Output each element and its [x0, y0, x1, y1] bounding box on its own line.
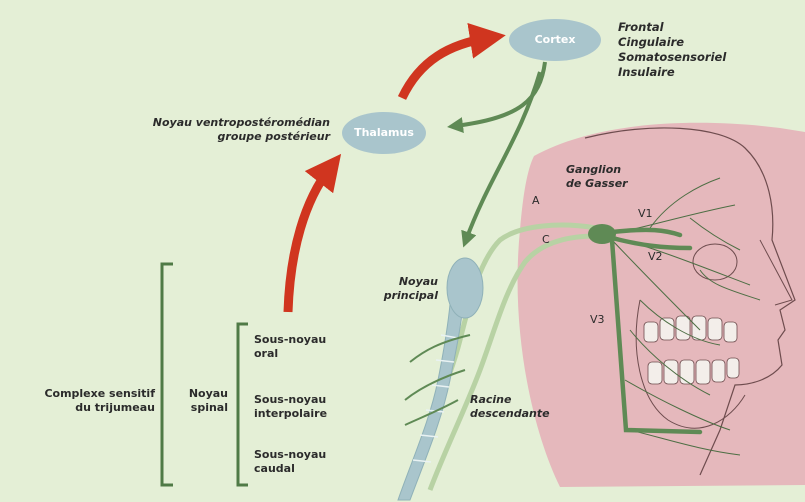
ganglion-de-gasser: Ganglion de Gasser — [566, 163, 628, 192]
ganglion-line-1: Ganglion — [566, 163, 628, 177]
complexe-line-2: du trijumeau — [30, 401, 155, 415]
thalamus-nuclei: Noyau ventropostéromédian groupe postéri… — [100, 116, 330, 145]
noyau-principal-line-1: Noyau — [360, 275, 438, 289]
sous-noyau-caudal-line-1: Sous-noyau — [254, 448, 326, 462]
branch-v2-label: V2 — [648, 250, 663, 263]
nucleus-posterior-group: groupe postérieur — [100, 130, 330, 144]
noyau-spinal-line-1: Noyau — [178, 387, 228, 401]
noyau-spinal: Noyau spinal — [178, 387, 228, 416]
noyau-principal: Noyau principal — [360, 275, 438, 304]
complexe-sensitif: Complexe sensitif du trijumeau — [30, 387, 155, 416]
ganglion-de-gasser-shape — [588, 224, 616, 244]
sous-noyau-caudal: Sous-noyau caudal — [254, 448, 326, 477]
noyau-spinal-line-2: spinal — [178, 401, 228, 415]
bracket-complexe — [162, 264, 173, 485]
noyau-principal-shape — [447, 258, 483, 318]
sous-noyau-interpolaire: Sous-noyau interpolaire — [254, 393, 327, 422]
cortex-label: Cortex — [520, 33, 590, 46]
sous-noyau-oral-line-1: Sous-noyau — [254, 333, 326, 347]
ganglion-line-2: de Gasser — [566, 177, 628, 191]
bracket-sous-noyaux — [238, 324, 248, 485]
cortex-regions: Frontal Cingulaire Somatosensoriel Insul… — [618, 20, 726, 80]
thalamus-label: Thalamus — [348, 126, 420, 139]
fiber-c-label: C — [542, 233, 550, 246]
region-frontal: Frontal — [618, 20, 726, 35]
region-somatosensoriel: Somatosensoriel — [618, 50, 726, 65]
noyau-principal-line-2: principal — [360, 289, 438, 303]
racine-line-2: descendante — [470, 407, 550, 421]
racine-descendante: Racine descendante — [470, 393, 550, 422]
sous-noyau-oral-line-2: oral — [254, 347, 326, 361]
branch-v1-label: V1 — [638, 207, 653, 220]
red-arrow-to-thalamus — [288, 168, 330, 312]
branch-v3-label: V3 — [590, 313, 605, 326]
sous-noyau-caudal-line-2: caudal — [254, 462, 326, 476]
fiber-a-label: A — [532, 194, 540, 207]
nucleus-vpm: Noyau ventropostéromédian — [100, 116, 330, 130]
region-cingulaire: Cingulaire — [618, 35, 726, 50]
complexe-line-1: Complexe sensitif — [30, 387, 155, 401]
sous-noyau-oral: Sous-noyau oral — [254, 333, 326, 362]
sous-noyau-interpolaire-line-1: Sous-noyau — [254, 393, 327, 407]
racine-line-1: Racine — [470, 393, 550, 407]
sous-noyau-interpolaire-line-2: interpolaire — [254, 407, 327, 421]
region-insulaire: Insulaire — [618, 65, 726, 80]
red-arrow-to-cortex — [402, 38, 488, 98]
